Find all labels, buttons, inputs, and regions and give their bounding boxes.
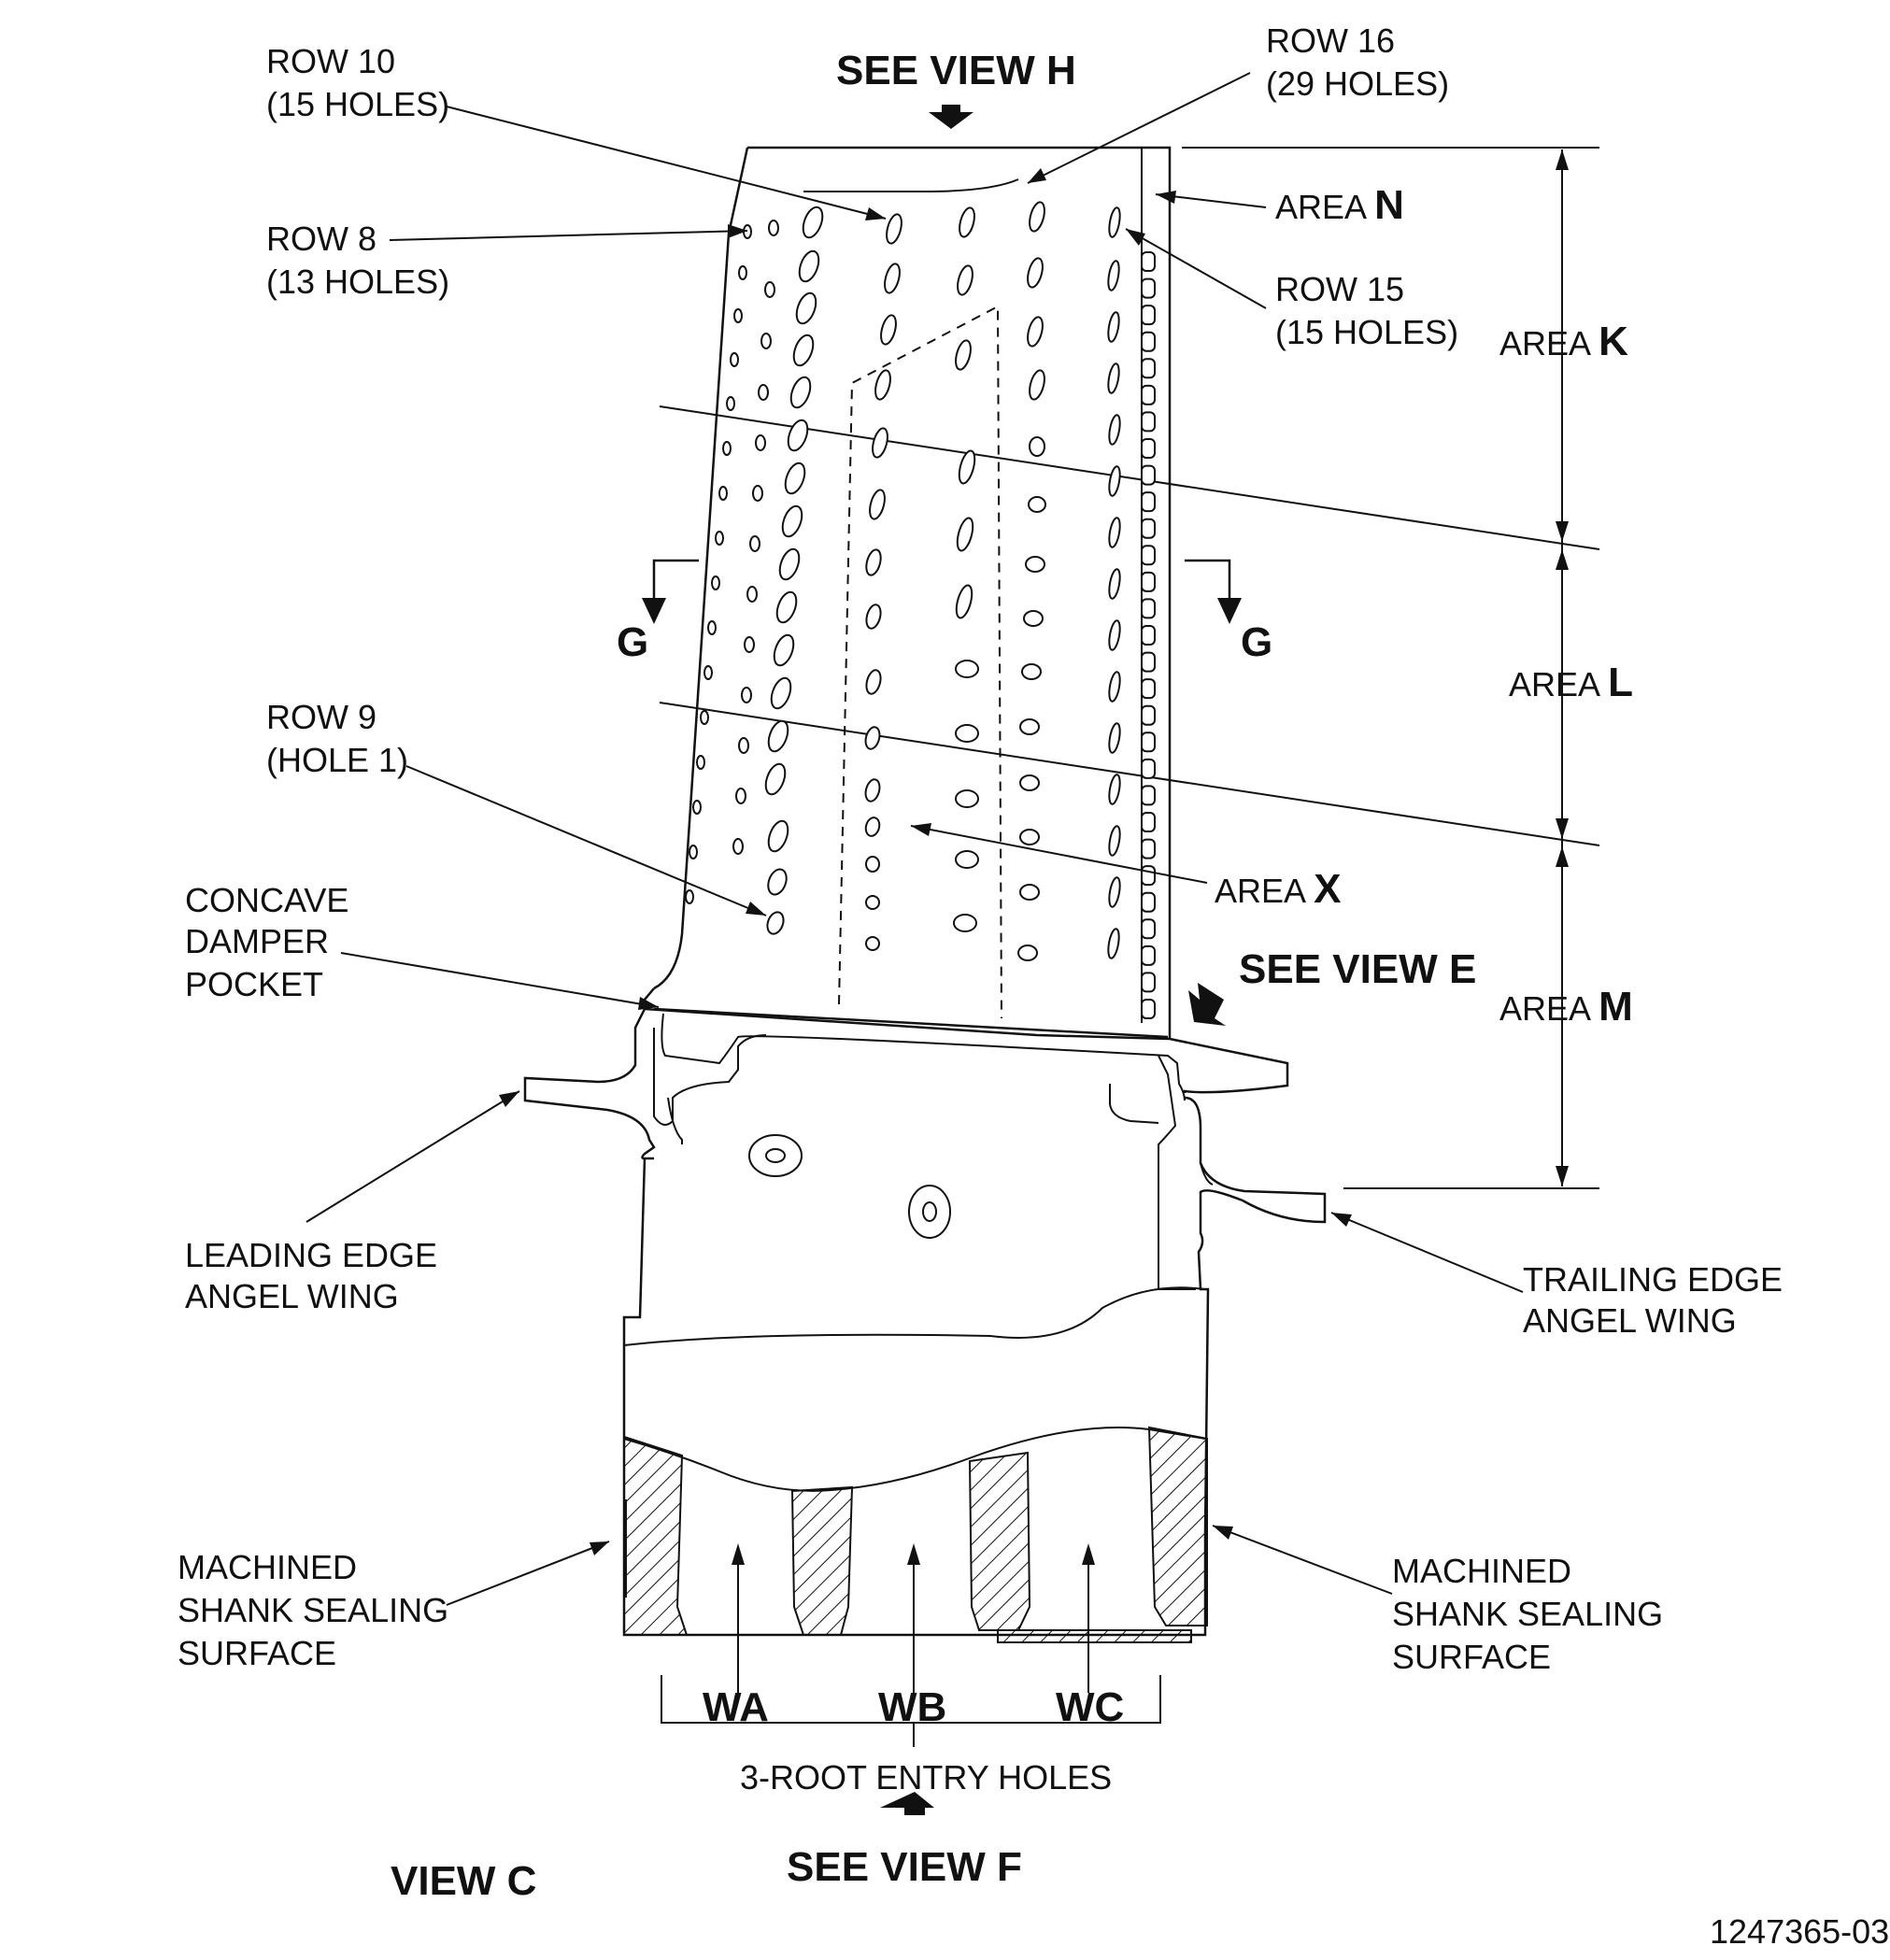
section-g-left-arrow-icon [642,598,666,624]
concave-label-line1: CONCAVE [185,881,348,919]
row-8-holes [685,224,752,904]
mss-left-label-line2: SHANK SEALING [178,1591,448,1629]
row-16-hole [1141,678,1156,700]
row-16-hole [1141,731,1156,753]
row-16-hole [1141,999,1156,1019]
root-entry-label: 3-ROOT ENTRY HOLES [740,1758,1112,1797]
mss-left-label-line1: MACHINED [178,1548,357,1586]
section-g-right-arrow-icon [1217,598,1242,624]
row-16-hole [1141,704,1156,726]
row-16-hole [1141,785,1156,806]
row-16-hole [1141,838,1156,859]
row-16-hole [1141,518,1156,539]
see-view-e-label: SEE VIEW E [1239,946,1476,992]
row-16-hole [1141,651,1156,673]
row16-label-line1: ROW 16 [1266,21,1395,60]
row10-label-line1: ROW 10 [266,42,395,80]
row-16-hole [1141,758,1156,779]
view-e-arrow-icon [1188,983,1226,1026]
see-view-h-label: SEE VIEW H [836,48,1076,93]
row-16-hole [1141,438,1156,459]
row-16-hole [1141,865,1156,887]
row15-label-line1: ROW 15 [1275,270,1404,308]
row-12-holes [1017,201,1046,961]
row-16-hole [1141,545,1156,566]
section-g-right-line [1185,559,1231,603]
row-10-holes [864,213,902,951]
le-wing-label-line2: ANGEL WING [185,1277,399,1315]
row-16-hole [1141,411,1156,433]
row-16-hole [1141,944,1156,966]
area-x-label: AREA X [1215,866,1341,912]
row-16-hole [1141,305,1156,326]
mss-right-label-line1: MACHINED [1392,1552,1571,1590]
row-11-holes [953,206,979,932]
row9-label-line2: (HOLE 1) [266,741,408,779]
row-16-hole [1141,625,1156,646]
area-l-label: AREA L [1509,660,1633,705]
wa-label: WA [703,1684,769,1730]
row-16-hole [1141,331,1156,352]
section-g-left-line [652,559,699,603]
row-15-holes [1107,206,1121,959]
row-16-hole [1141,358,1156,379]
row-9-holes [764,206,824,935]
platform-and-shank [523,987,1327,1643]
mss-left-label-line3: SURFACE [178,1634,336,1672]
row-16-hole [1141,918,1156,940]
row-16-hole [1141,598,1156,619]
view-f-arrow-icon [880,1792,934,1815]
text-labels: SEE VIEW H ROW 10 (15 HOLES) ROW 16 (29 … [178,21,1889,1951]
mss-right-label-line3: SURFACE [1392,1638,1551,1676]
mss-right-label-line2: SHANK SEALING [1392,1595,1663,1633]
row15-label-line2: (15 HOLES) [1275,313,1458,351]
row10-label-line2: (15 HOLES) [266,85,449,123]
view-c-label: VIEW C [391,1858,536,1904]
concave-label-line3: POCKET [185,965,323,1003]
area-n-label: AREA N [1275,182,1404,228]
row-16-hole [1141,491,1156,513]
view-h-arrow-icon [929,105,973,129]
leader-lines [306,72,1524,1747]
row-16-hole [1141,571,1156,592]
le-wing-label-line1: LEADING EDGE [185,1236,437,1274]
row8-label-line2: (13 HOLES) [266,263,449,301]
row-16-hole [1141,384,1156,405]
area-k-label: AREA K [1499,319,1628,364]
concave-label-line2: DAMPER [185,922,329,960]
wc-label: WC [1056,1684,1124,1730]
row-16-hole [1141,277,1156,299]
figure-number: 1247365-03 [1710,1912,1889,1951]
row-16-hole [1141,891,1156,913]
area-m-label: AREA M [1499,984,1633,1030]
te-wing-label-line1: TRAILING EDGE [1523,1260,1783,1299]
see-view-f-label: SEE VIEW F [787,1844,1022,1890]
row-16-hole [1141,972,1156,993]
section-g-right-label: G [1241,619,1272,665]
row-16-hole [1141,464,1156,486]
row-second-holes [732,220,779,855]
view-arrows [642,105,1242,1815]
dimension-lines [1182,147,1599,1189]
row8-label-line1: ROW 8 [266,220,377,258]
row9-label-line1: ROW 9 [266,698,377,736]
cooling-holes [685,201,1156,1019]
row-16-holes [1141,251,1156,1019]
section-g-left-label: G [617,619,648,665]
wb-label: WB [878,1684,946,1730]
row-16-hole [1141,812,1156,832]
te-wing-label-line2: ANGEL WING [1523,1301,1737,1340]
airfoil [653,146,1600,1039]
row-16-hole [1141,251,1156,272]
row16-label-line2: (29 HOLES) [1266,64,1449,103]
